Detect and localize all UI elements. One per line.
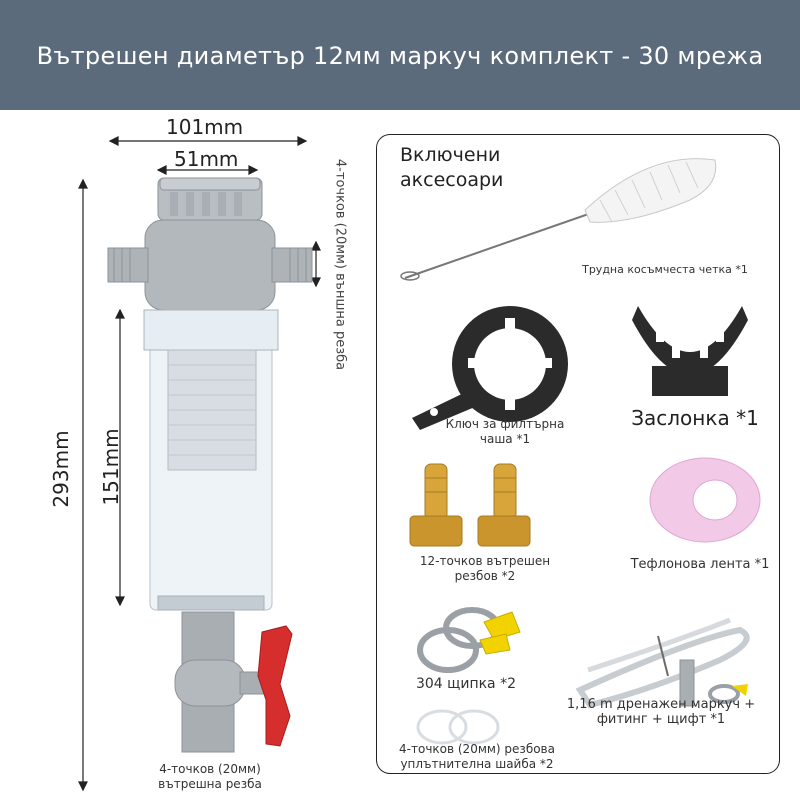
bracket-icon	[632, 306, 748, 396]
brass-fittings-icon	[409, 463, 531, 547]
wrench-label-line2: чаша *1	[479, 432, 531, 446]
wrench-label-line1: Ключ за филтърна	[445, 417, 565, 431]
hose-label-line2: фитинг + щифт *1	[596, 712, 726, 727]
wrench-icon	[412, 306, 568, 430]
width-total-label: 101mm	[166, 115, 244, 139]
width-inner-label: 51mm	[174, 147, 239, 171]
accessories-title-line2: аксесоари	[400, 169, 504, 191]
tape-label: Тефлонова лента *1	[630, 557, 770, 572]
brush-label: Трудна косъмчеста четка *1	[582, 263, 748, 276]
drain-hose-icon	[575, 617, 750, 709]
hose-label: 1,16 m дренажен маркуч + фитинг + щифт *…	[548, 697, 774, 727]
bracket-label: Заслонка *1	[631, 406, 759, 430]
gasket-label: 4-точков (20мм) резбова уплътнителна шай…	[382, 742, 572, 772]
gasket-label-line1: 4-точков (20мм) резбова	[399, 742, 555, 756]
header-banner: Вътрешен диаметър 12мм маркуч комплект -…	[0, 0, 800, 110]
teflon-tape-icon	[649, 457, 761, 543]
thread-bottom-label: 4-точков (20мм) вътрешна резба	[140, 762, 280, 792]
accessories-title: Включени аксесоари	[400, 143, 520, 193]
accessories-title-line1: Включени	[400, 144, 501, 166]
wrench-label: Ключ за филтърна чаша *1	[425, 417, 585, 447]
hose-label-line1: 1,16 m дренажен маркуч +	[566, 697, 756, 712]
dimension-lines	[78, 136, 321, 792]
gasket-label-line2: уплътнителна шайба *2	[400, 757, 554, 771]
clamp-label: 304 щипка *2	[415, 676, 516, 692]
thread-bottom-line2: вътрешна резба	[158, 777, 262, 791]
gasket-icon	[416, 709, 500, 745]
fittings-label: 12-точков вътрешен резбов *2	[405, 554, 565, 584]
fittings-label-line1: 12-точков вътрешен	[419, 554, 551, 568]
hose-clamp-icon	[417, 607, 521, 673]
brush-icon	[400, 158, 717, 281]
accessories-panel	[376, 134, 780, 774]
fittings-label-line2: резбов *2	[454, 569, 516, 583]
thread-bottom-line1: 4-точков (20мм)	[159, 762, 261, 776]
page-title: Вътрешен диаметър 12мм маркуч комплект -…	[36, 42, 764, 70]
